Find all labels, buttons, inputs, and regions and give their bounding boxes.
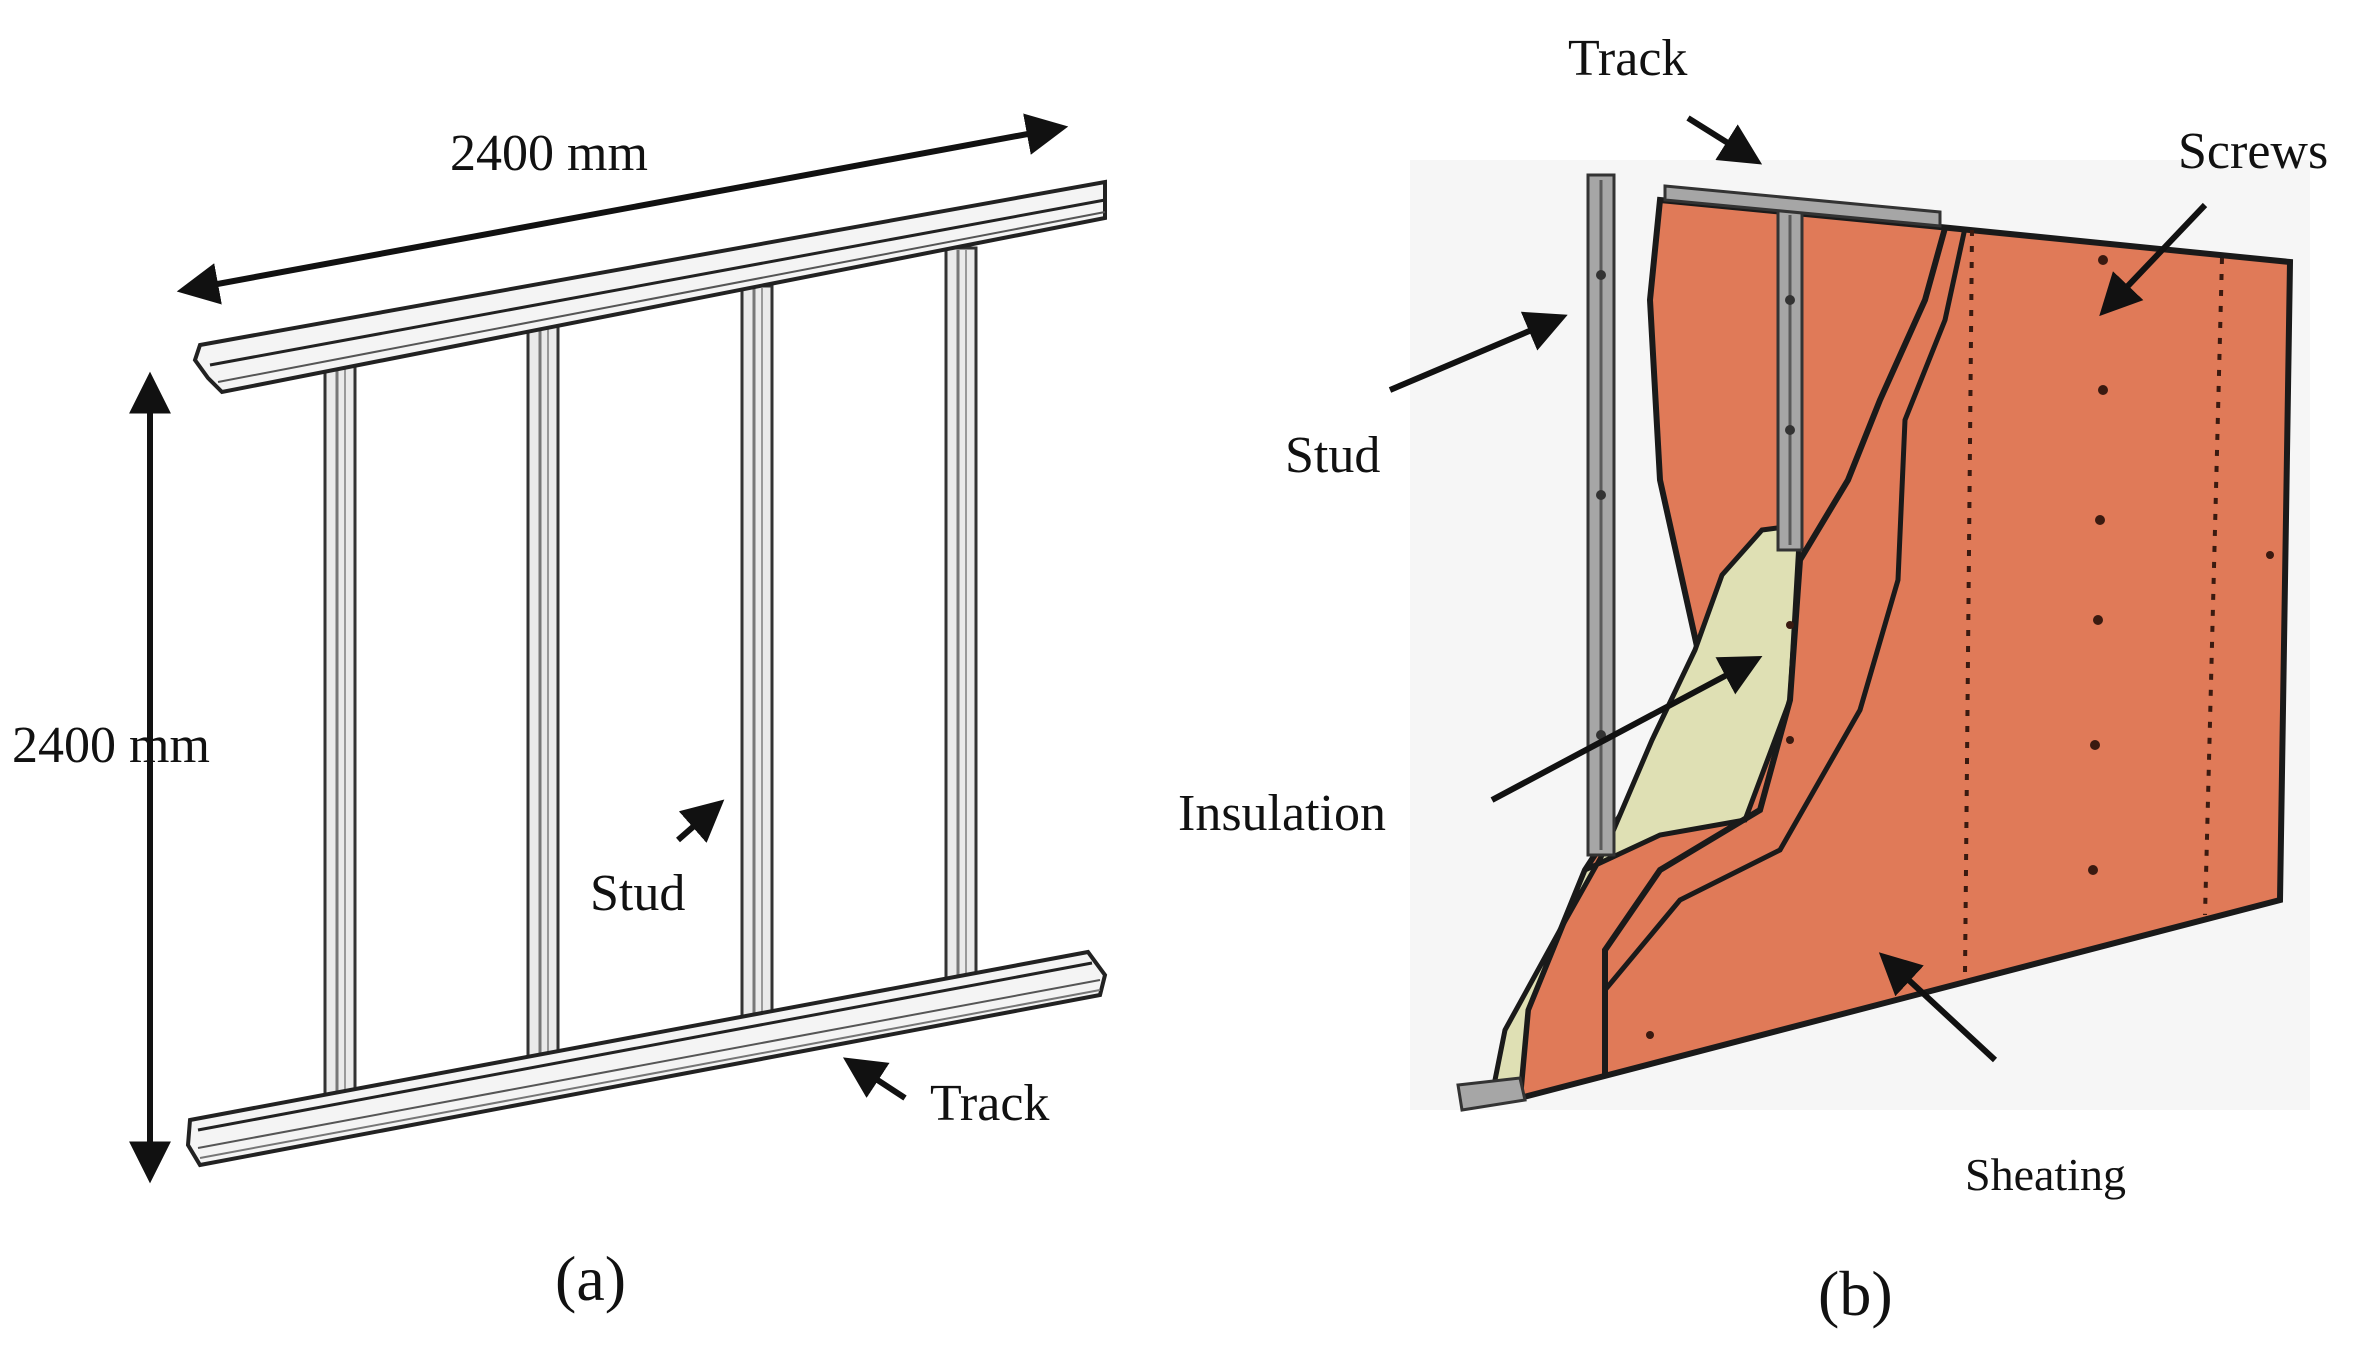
track-pointer-arrow-b [1686,115,1763,165]
track-label-a: Track [930,1075,1049,1132]
track-label-b: Track [1568,30,1687,87]
screw-dots [1646,255,2274,1039]
panel-b-cutaway-diagram: Track Screws Stud Insulation Sheating (b… [1178,30,2328,1329]
inner-layer-outline [1602,227,1948,1075]
stud-label-b: Stud [1285,427,1380,484]
track-b-top [1663,184,1942,228]
second-layer-outline [1603,227,1968,992]
screws-pointer-arrow [2099,202,2208,317]
height-dimension-label: 2400 mm [12,717,210,774]
width-dimension-label: 2400 mm [450,125,648,182]
stud-b-left [1586,173,1616,857]
panel-a-frame-diagram: 2400 mm 2400 mm Stud Track (a) [12,113,1108,1314]
track-b-bottom [1456,1076,1527,1112]
insulation-label: Insulation [1178,785,1386,842]
sheating-pointer-arrow [1878,952,1998,1063]
stud-pointer-arrow-b [1388,311,1568,393]
stud-2 [526,323,560,1079]
stud-4 [944,246,978,1002]
panel-b-caption: (b) [1818,1258,1893,1329]
top-track [192,179,1107,395]
bottom-track [185,949,1108,1168]
stud-3 [740,284,774,1040]
stud-b-inner [1776,208,1804,552]
stud-1 [323,362,357,1114]
insulation-pointer-arrow [1490,656,1763,803]
stud-pointer-arrow-a [676,799,725,843]
width-dimension-arrow [176,113,1069,305]
track-pointer-arrow-a [842,1057,907,1101]
sheathing-seam-2 [2203,257,2224,916]
sheathing-seam-1 [1963,229,1974,976]
screws-label: Screws [2178,123,2328,180]
stud-label-a: Stud [590,865,685,922]
sheating-label: Sheating [1965,1149,2126,1200]
panel-a-caption: (a) [555,1243,626,1314]
